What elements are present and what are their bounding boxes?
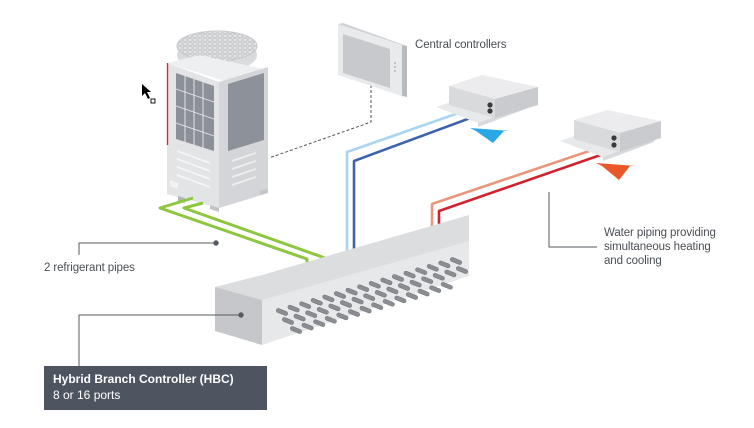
hbc-title: Hybrid Branch Controller (HBC) xyxy=(53,372,234,386)
hbc-callout-box: Hybrid Branch Controller (HBC) 8 or 16 p… xyxy=(44,366,267,410)
port-stub xyxy=(340,300,352,308)
hbc-ports: 8 or 16 ports xyxy=(53,388,121,402)
port-stub xyxy=(371,302,384,310)
port-stub xyxy=(351,296,364,305)
port-stub xyxy=(316,307,329,315)
mouse-pointer-icon xyxy=(142,84,156,104)
branch-ports xyxy=(276,257,468,334)
port-stub xyxy=(386,286,399,295)
refrigerant-pipes-label: 2 refrigerant pipes xyxy=(44,262,135,274)
port-stub xyxy=(394,295,407,304)
port-stub xyxy=(322,294,335,303)
port-stub xyxy=(382,299,395,307)
port-stub xyxy=(456,266,468,274)
water-piping-label: Water piping providing simultaneous heat… xyxy=(604,226,716,268)
indoor-unit-cooling-icon[interactable] xyxy=(436,75,538,143)
port-stub xyxy=(301,322,314,331)
port-stub xyxy=(406,292,418,300)
port-stub xyxy=(450,257,462,265)
port-stub xyxy=(299,301,312,309)
port-stub xyxy=(359,305,372,314)
indoor-unit-heating-icon[interactable] xyxy=(560,110,661,180)
controller-link-line xyxy=(268,85,372,159)
port-stub xyxy=(444,269,457,278)
port-stub xyxy=(392,274,404,282)
port-stub xyxy=(310,298,323,306)
port-stub xyxy=(305,310,318,318)
port-stub xyxy=(363,293,376,301)
port-stub xyxy=(368,281,381,289)
port-stub xyxy=(432,273,445,281)
port-stub xyxy=(426,264,439,272)
port-stub xyxy=(328,303,341,312)
port-stub xyxy=(421,276,434,284)
port-stub xyxy=(380,277,393,286)
port-stub xyxy=(374,290,387,298)
port-stub xyxy=(293,313,306,322)
port-stub xyxy=(334,291,346,299)
leader-line-hbc xyxy=(78,312,244,366)
port-stub xyxy=(324,316,337,324)
port-stub xyxy=(415,267,428,275)
port-stub xyxy=(403,270,416,279)
port-stub xyxy=(398,283,410,291)
water-piping-label-line: and cooling xyxy=(604,255,662,267)
port-stub xyxy=(417,288,430,297)
water-piping-label-line: simultaneous heating xyxy=(604,241,711,253)
port-stub xyxy=(345,287,358,296)
port-stub xyxy=(440,282,453,290)
port-stub xyxy=(287,304,300,313)
port-stub xyxy=(348,309,360,317)
port-stub xyxy=(313,319,326,327)
outdoor-unit-icon[interactable] xyxy=(166,30,268,212)
port-stub xyxy=(276,308,288,316)
cooling-arrow-icon xyxy=(470,128,510,143)
hybrid-branch-controller-icon[interactable] xyxy=(215,215,469,345)
heating-arrow-icon xyxy=(596,163,636,180)
port-stub xyxy=(409,279,422,288)
central-controller-icon[interactable] xyxy=(338,23,407,97)
central-controllers-label: Central controllers xyxy=(415,39,507,51)
leader-line-water xyxy=(548,192,597,248)
leader-line-refrigerant xyxy=(78,240,219,255)
port-stub xyxy=(429,285,442,293)
port-stub xyxy=(290,326,302,334)
port-stub xyxy=(282,317,294,325)
port-stub xyxy=(438,260,451,269)
port-stub xyxy=(357,284,370,292)
port-stub xyxy=(336,312,349,321)
water-piping-label-line: Water piping providing xyxy=(604,227,716,239)
